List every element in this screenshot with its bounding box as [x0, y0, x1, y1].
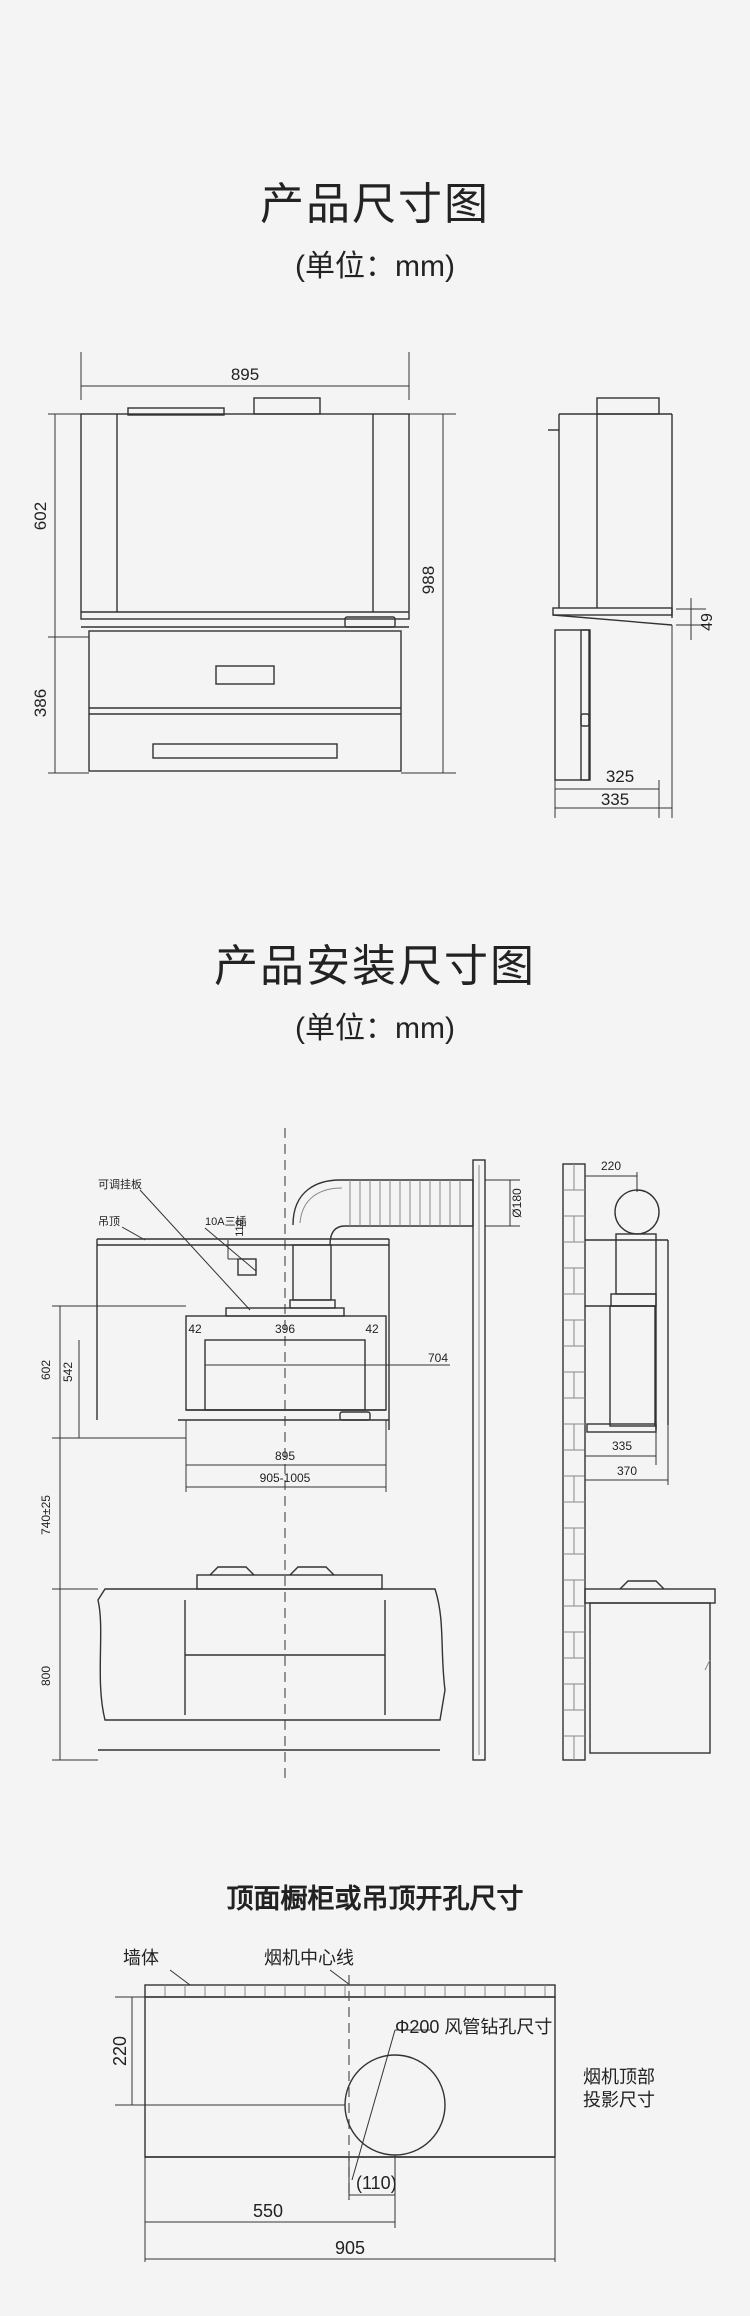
side-step-label: 49 — [699, 613, 716, 631]
projection-label-line2: 投影尺寸 — [583, 2090, 655, 2110]
dim-220-label: 220 — [110, 2036, 130, 2066]
ceiling-opening-plan: 墙体 烟机中心线 Φ200 风管钻孔尺寸 220 — [110, 1948, 655, 2262]
unit-label-1: (单位：mm) — [295, 250, 455, 283]
ceiling-label: 吊顶 — [98, 1215, 120, 1228]
dim-550-label: 550 — [253, 2201, 283, 2221]
counter-height-label: 800 — [39, 1666, 53, 1686]
side-depth-1-label: 335 — [612, 1439, 632, 1453]
side-view: 49 325 335 — [548, 397, 716, 818]
front-width-label: 895 — [231, 365, 259, 384]
installation-side-view: 220 335 370 — [562, 1159, 716, 1761]
front-view: 895 602 386 988 — [31, 352, 456, 774]
installed-hood-height-label: 602 — [39, 1360, 53, 1380]
ceiling-opening-title: 顶面橱柜或吊顶开孔尺寸 — [226, 1884, 524, 1914]
product-dimension-title: 产品尺寸图 — [260, 180, 490, 229]
inner-width-label: 704 — [428, 1351, 448, 1365]
installed-inner-height-label: 542 — [61, 1362, 75, 1382]
front-lower-height-label: 386 — [31, 689, 50, 717]
gap-right-label: 42 — [365, 1322, 379, 1336]
gap-mid-label: 396 — [275, 1322, 295, 1336]
installation-dimension-title: 产品安装尺寸图 — [214, 942, 536, 991]
width-range-label: 905-1005 — [260, 1471, 311, 1485]
dim-110-label: (110) — [356, 2173, 397, 2193]
duct-diameter-label: Ø180 — [510, 1188, 524, 1218]
mount-height-label: 740±25 — [39, 1495, 53, 1535]
installed-width-label: 895 — [275, 1449, 295, 1463]
center-line-label: 烟机中心线 — [264, 1948, 354, 1968]
unit-label-2: (单位：mm) — [295, 1012, 455, 1045]
gap-left-label: 42 — [188, 1322, 202, 1336]
installation-front-view: Ø180 10A三插 110 可调挂板 吊顶 42 396 42 704 602… — [39, 1128, 524, 1780]
front-upper-height-label: 602 — [31, 502, 50, 530]
side-depth-2-label: 370 — [617, 1464, 637, 1478]
dim-905-label: 905 — [335, 2238, 365, 2258]
side-depth-outer-label: 335 — [601, 790, 629, 809]
projection-label-line1: 烟机顶部 — [583, 2067, 655, 2087]
socket-label: 10A三插 — [205, 1214, 247, 1228]
side-depth-inner-label: 325 — [606, 767, 634, 786]
side-duct-offset-label: 220 — [601, 1159, 621, 1173]
front-total-height-label: 988 — [419, 566, 438, 594]
socket-height-label: 110 — [234, 1219, 246, 1237]
hole-size-label: Φ200 风管钻孔尺寸 — [395, 2017, 552, 2037]
wall-label: 墙体 — [123, 1948, 159, 1968]
adjustable-plate-label: 可调挂板 — [98, 1177, 142, 1191]
